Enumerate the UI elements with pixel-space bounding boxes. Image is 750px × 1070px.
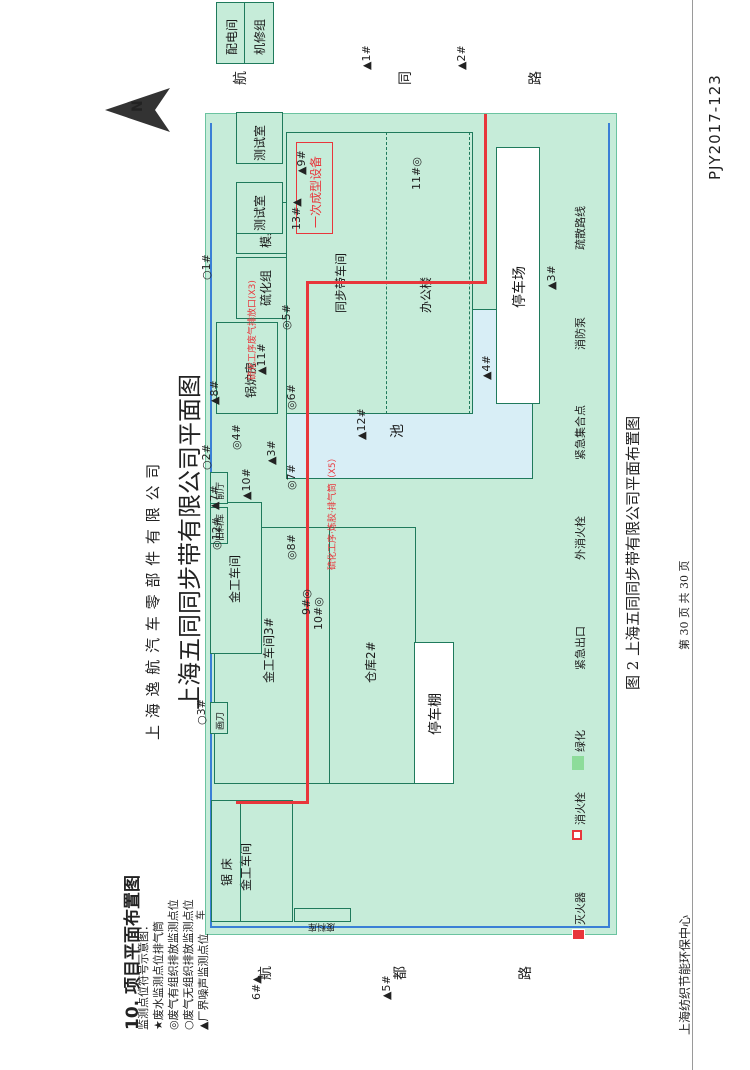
test-room-2: 测试室	[236, 112, 283, 164]
saw-bed-room: 锯 床	[211, 800, 241, 922]
green-area-icon	[572, 756, 584, 770]
company-header: 上 海 逸 航 汽 车 零 部 件 有 限 公 司	[144, 462, 162, 740]
north-arrow-icon	[105, 88, 170, 132]
red-pipeline-branch	[236, 801, 308, 804]
legend-exit: 紧急出口	[574, 626, 587, 670]
noise-point-5: ▲5#	[380, 975, 393, 1000]
legend-extinguisher: 灭火器	[574, 892, 587, 925]
office-building: 办公楼	[386, 132, 470, 414]
plan-title: 上海五同同步带有限公司平面图	[176, 374, 204, 710]
site-plan: 金工车间 锯 床 废料库 金工车间3# 仓库2# 停车棚 金工车间 画刀 旧料库…	[205, 2, 617, 935]
legend-assembly: 紧急集合点	[574, 405, 587, 460]
stack-point-11: 11#◎	[410, 157, 423, 190]
stack-point-10: 10#◎	[312, 597, 325, 630]
road-left-3: 路	[518, 966, 534, 980]
stack-point-6: ◎6#	[285, 384, 298, 410]
fugitive-point-1: ○1#	[200, 254, 213, 280]
noise-point-1: ▲1#	[360, 45, 373, 70]
fugitive-point-3: ○3#	[195, 699, 208, 725]
warehouse-2: 仓库2#	[329, 527, 416, 784]
annotation-1: 硫化工序·炼胶·排气筒（X5）	[328, 453, 338, 570]
fugitive-point-2: ○2#	[200, 444, 213, 470]
figure-caption: 图 2 上海五同同步带有限公司平面布置图	[624, 415, 642, 690]
noise-point-6: 6#▲	[250, 975, 263, 1000]
noise-point-8: ▲8#	[208, 380, 221, 405]
road-top-1: 航	[233, 71, 249, 85]
noise-point-4: ▲4#	[480, 355, 493, 380]
noise-point-9: ▲9#	[295, 150, 308, 175]
compass-label: N	[130, 100, 146, 112]
footer-org: 上海纺织节能环保中心	[678, 914, 692, 1035]
legend-triangle: ▲厂界噪声监测点位	[197, 933, 210, 1030]
distribution-room: 配电间	[216, 2, 246, 64]
noise-point-10: ▲10#	[240, 468, 253, 500]
boundary-line-left	[210, 926, 610, 928]
legend-circle: ○废气无组织排放监测点位	[182, 899, 195, 1030]
annotation-2: 硫化工序废气排放口(X3)	[248, 280, 258, 380]
red-pipeline-main	[306, 284, 309, 804]
test-room-1: 测试室	[236, 182, 283, 234]
page-number: 第 30 页 共 30 页	[678, 560, 691, 650]
road-top-2: 同	[398, 71, 414, 85]
extinguisher-icon	[572, 929, 585, 940]
noise-point-2: ▲2#	[455, 45, 468, 70]
noise-point-3: ▲3#	[265, 440, 278, 465]
stack-point-7: ◎7#	[285, 464, 298, 490]
stack-point-4: ◎4#	[230, 424, 243, 450]
red-pipeline-vertical	[306, 281, 486, 284]
legend-route: 疏散路线	[574, 206, 587, 250]
boundary-line-bottom	[608, 123, 610, 928]
drawing-room: 画刀	[210, 702, 228, 734]
stack-point-8: ◎8#	[285, 534, 298, 560]
legend-route-marker: ▲3#	[545, 265, 558, 290]
road-top-3: 路	[528, 71, 544, 85]
margin-rule	[692, 0, 693, 1070]
legend-green: 绿化	[574, 730, 587, 752]
red-pipeline-east	[484, 114, 487, 284]
stack-point-12: ◎12#	[210, 517, 223, 550]
legend-outdoor-hydrant: 外消火栓	[574, 516, 587, 560]
hydrant-icon	[572, 830, 582, 840]
noise-point-13: 13#▲	[290, 198, 303, 230]
legend-hydrant: 消火栓	[574, 792, 587, 825]
stack-point-5: ◎5#	[280, 304, 293, 330]
noise-point-12: ▲12#	[355, 408, 368, 440]
noise-point-7: ▲7#	[208, 485, 221, 510]
parking-lot: 停车场	[496, 147, 540, 404]
legend-double-circle: ◎废气有组织排放监测点位	[167, 899, 180, 1030]
legend-heading: 监测点位符号示意图：	[137, 920, 150, 1030]
legend-star: ★废水监测点位排气筒	[152, 921, 165, 1030]
parking-shed: 停车棚	[414, 642, 454, 784]
machine-group: 机修组	[244, 2, 274, 64]
road-left-2: 都	[393, 966, 409, 980]
scrap-store: 废料库	[294, 908, 351, 931]
legend-flood: 消防泵	[574, 317, 587, 350]
